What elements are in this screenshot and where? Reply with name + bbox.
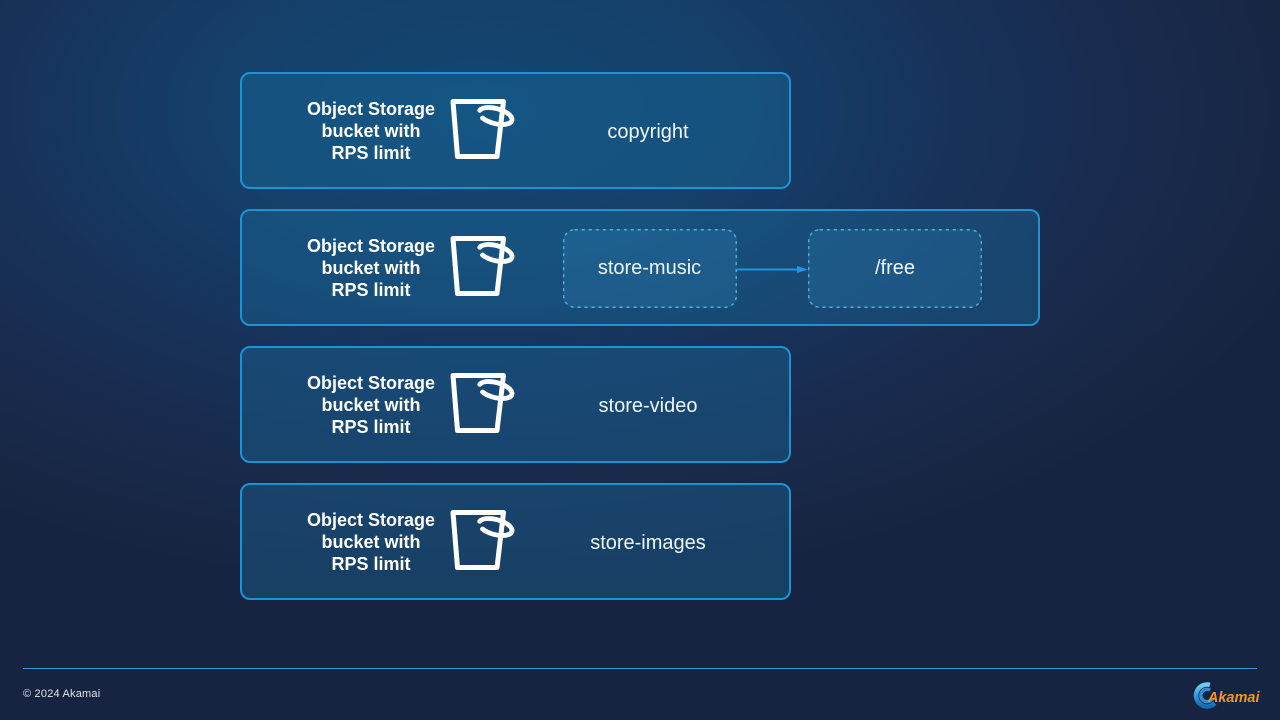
svg-text:Akamai: Akamai [1207, 690, 1261, 706]
